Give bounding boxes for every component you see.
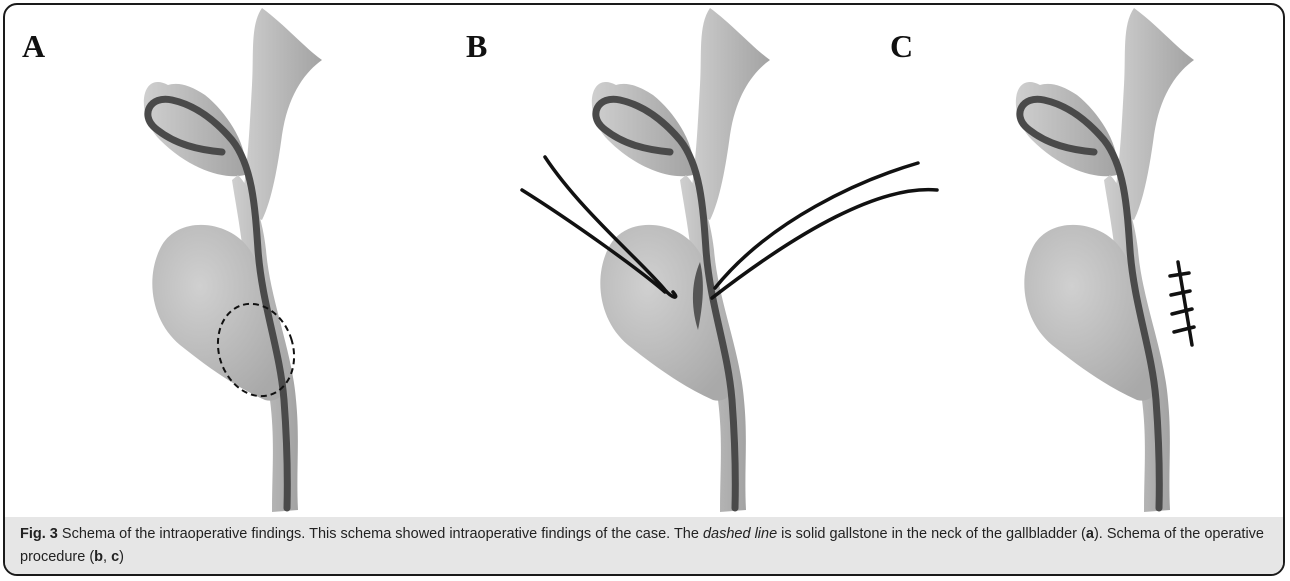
caption-separator: , xyxy=(103,549,111,565)
caption-ref-c: c xyxy=(111,549,119,565)
retractor-right-2 xyxy=(712,190,937,298)
sutures xyxy=(1170,262,1194,345)
panel-c-schema xyxy=(1016,8,1194,512)
panel-b-schema xyxy=(522,8,937,512)
panel-a-schema xyxy=(144,8,322,512)
caption-text: ) xyxy=(119,549,124,565)
caption-ref-b: b xyxy=(94,549,103,565)
caption-label: Fig. 3 xyxy=(20,526,58,542)
caption-ref-a: a xyxy=(1086,526,1094,542)
caption-text: Schema of the intraoperative findings. T… xyxy=(58,526,703,542)
caption-text: is solid gallstone in the neck of the ga… xyxy=(777,526,1086,542)
figure-caption: Fig. 3 Schema of the intraoperative find… xyxy=(20,523,1270,569)
caption-emphasis: dashed line xyxy=(703,526,777,542)
